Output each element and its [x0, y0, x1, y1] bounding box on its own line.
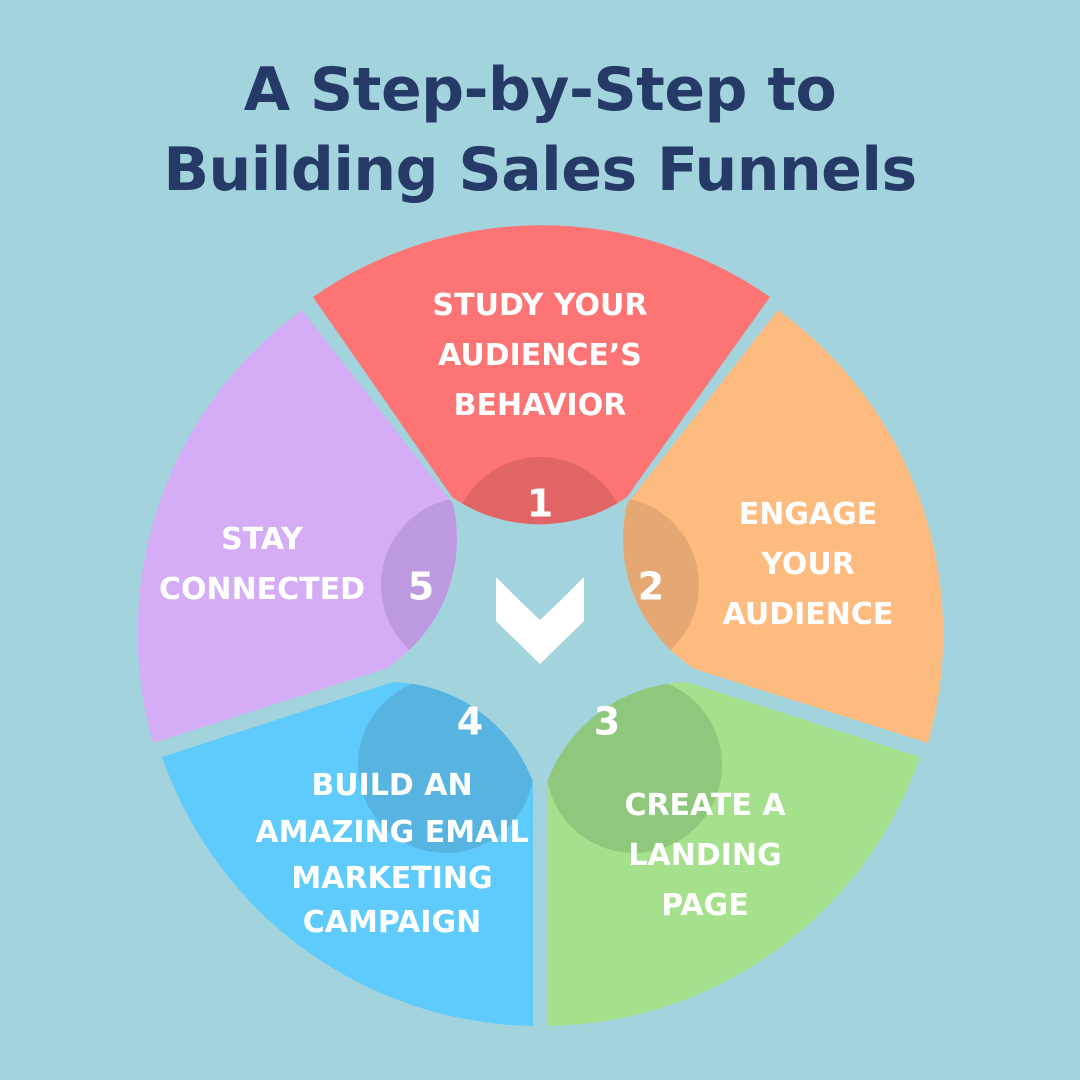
- step-2-label-line-2: YOUR: [760, 547, 855, 582]
- step-4-label-line-4: CAMPAIGN: [303, 905, 481, 940]
- chevron-down-icon: [496, 577, 584, 664]
- step-2-label-line-1: ENGAGE: [739, 497, 878, 532]
- step-2-segment: 2 ENGAGE YOUR AUDIENCE: [623, 310, 944, 743]
- step-4-number: 4: [457, 700, 483, 744]
- step-1-number-circle: [452, 457, 628, 525]
- step-4-number-circle: [358, 682, 533, 853]
- step-5-number-circle: [381, 497, 457, 673]
- step-5-label-line-2: CONNECTED: [159, 572, 365, 607]
- step-1-number: 1: [527, 482, 553, 526]
- title-line-2: Building Sales Funnels: [163, 135, 917, 205]
- step-1-label-line-1: STUDY YOUR: [433, 288, 648, 323]
- step-1-label-line-3: BEHAVIOR: [454, 388, 627, 423]
- step-2-shape: [623, 310, 944, 743]
- step-1-label-line-2: AUDIENCE’S: [438, 338, 642, 373]
- step-4-label-line-1: BUILD AN: [311, 768, 472, 803]
- step-2-label-line-3: AUDIENCE: [723, 597, 894, 632]
- step-3-number: 3: [594, 700, 620, 744]
- title-line-1: A Step-by-Step to: [243, 55, 837, 125]
- step-3-number-circle: [547, 682, 722, 853]
- step-3-label-line-1: CREATE A: [624, 788, 786, 823]
- step-2-number-circle: [623, 497, 699, 673]
- step-1-shape: [313, 225, 770, 525]
- step-2-number: 2: [638, 565, 664, 609]
- step-5-shape: [137, 310, 457, 743]
- page-title: A Step-by-Step to Building Sales Funnels: [0, 50, 1080, 210]
- step-5-segment: 5 STAY CONNECTED: [137, 310, 457, 743]
- step-4-label-line-3: MARKETING: [291, 861, 492, 896]
- step-4-label-line-2: AMAZING EMAIL: [255, 815, 528, 850]
- step-5-label-line-1: STAY: [221, 522, 304, 557]
- step-1-segment: 1 STUDY YOUR AUDIENCE’S BEHAVIOR: [313, 225, 770, 526]
- step-5-number: 5: [408, 565, 434, 609]
- step-3-segment: 3 CREATE A LANDING PAGE: [547, 682, 920, 1026]
- step-3-label-line-3: PAGE: [661, 888, 749, 923]
- step-4-segment: 4 BUILD AN AMAZING EMAIL MARKETING CAMPA…: [162, 682, 533, 1026]
- step-3-label-line-2: LANDING: [628, 838, 781, 873]
